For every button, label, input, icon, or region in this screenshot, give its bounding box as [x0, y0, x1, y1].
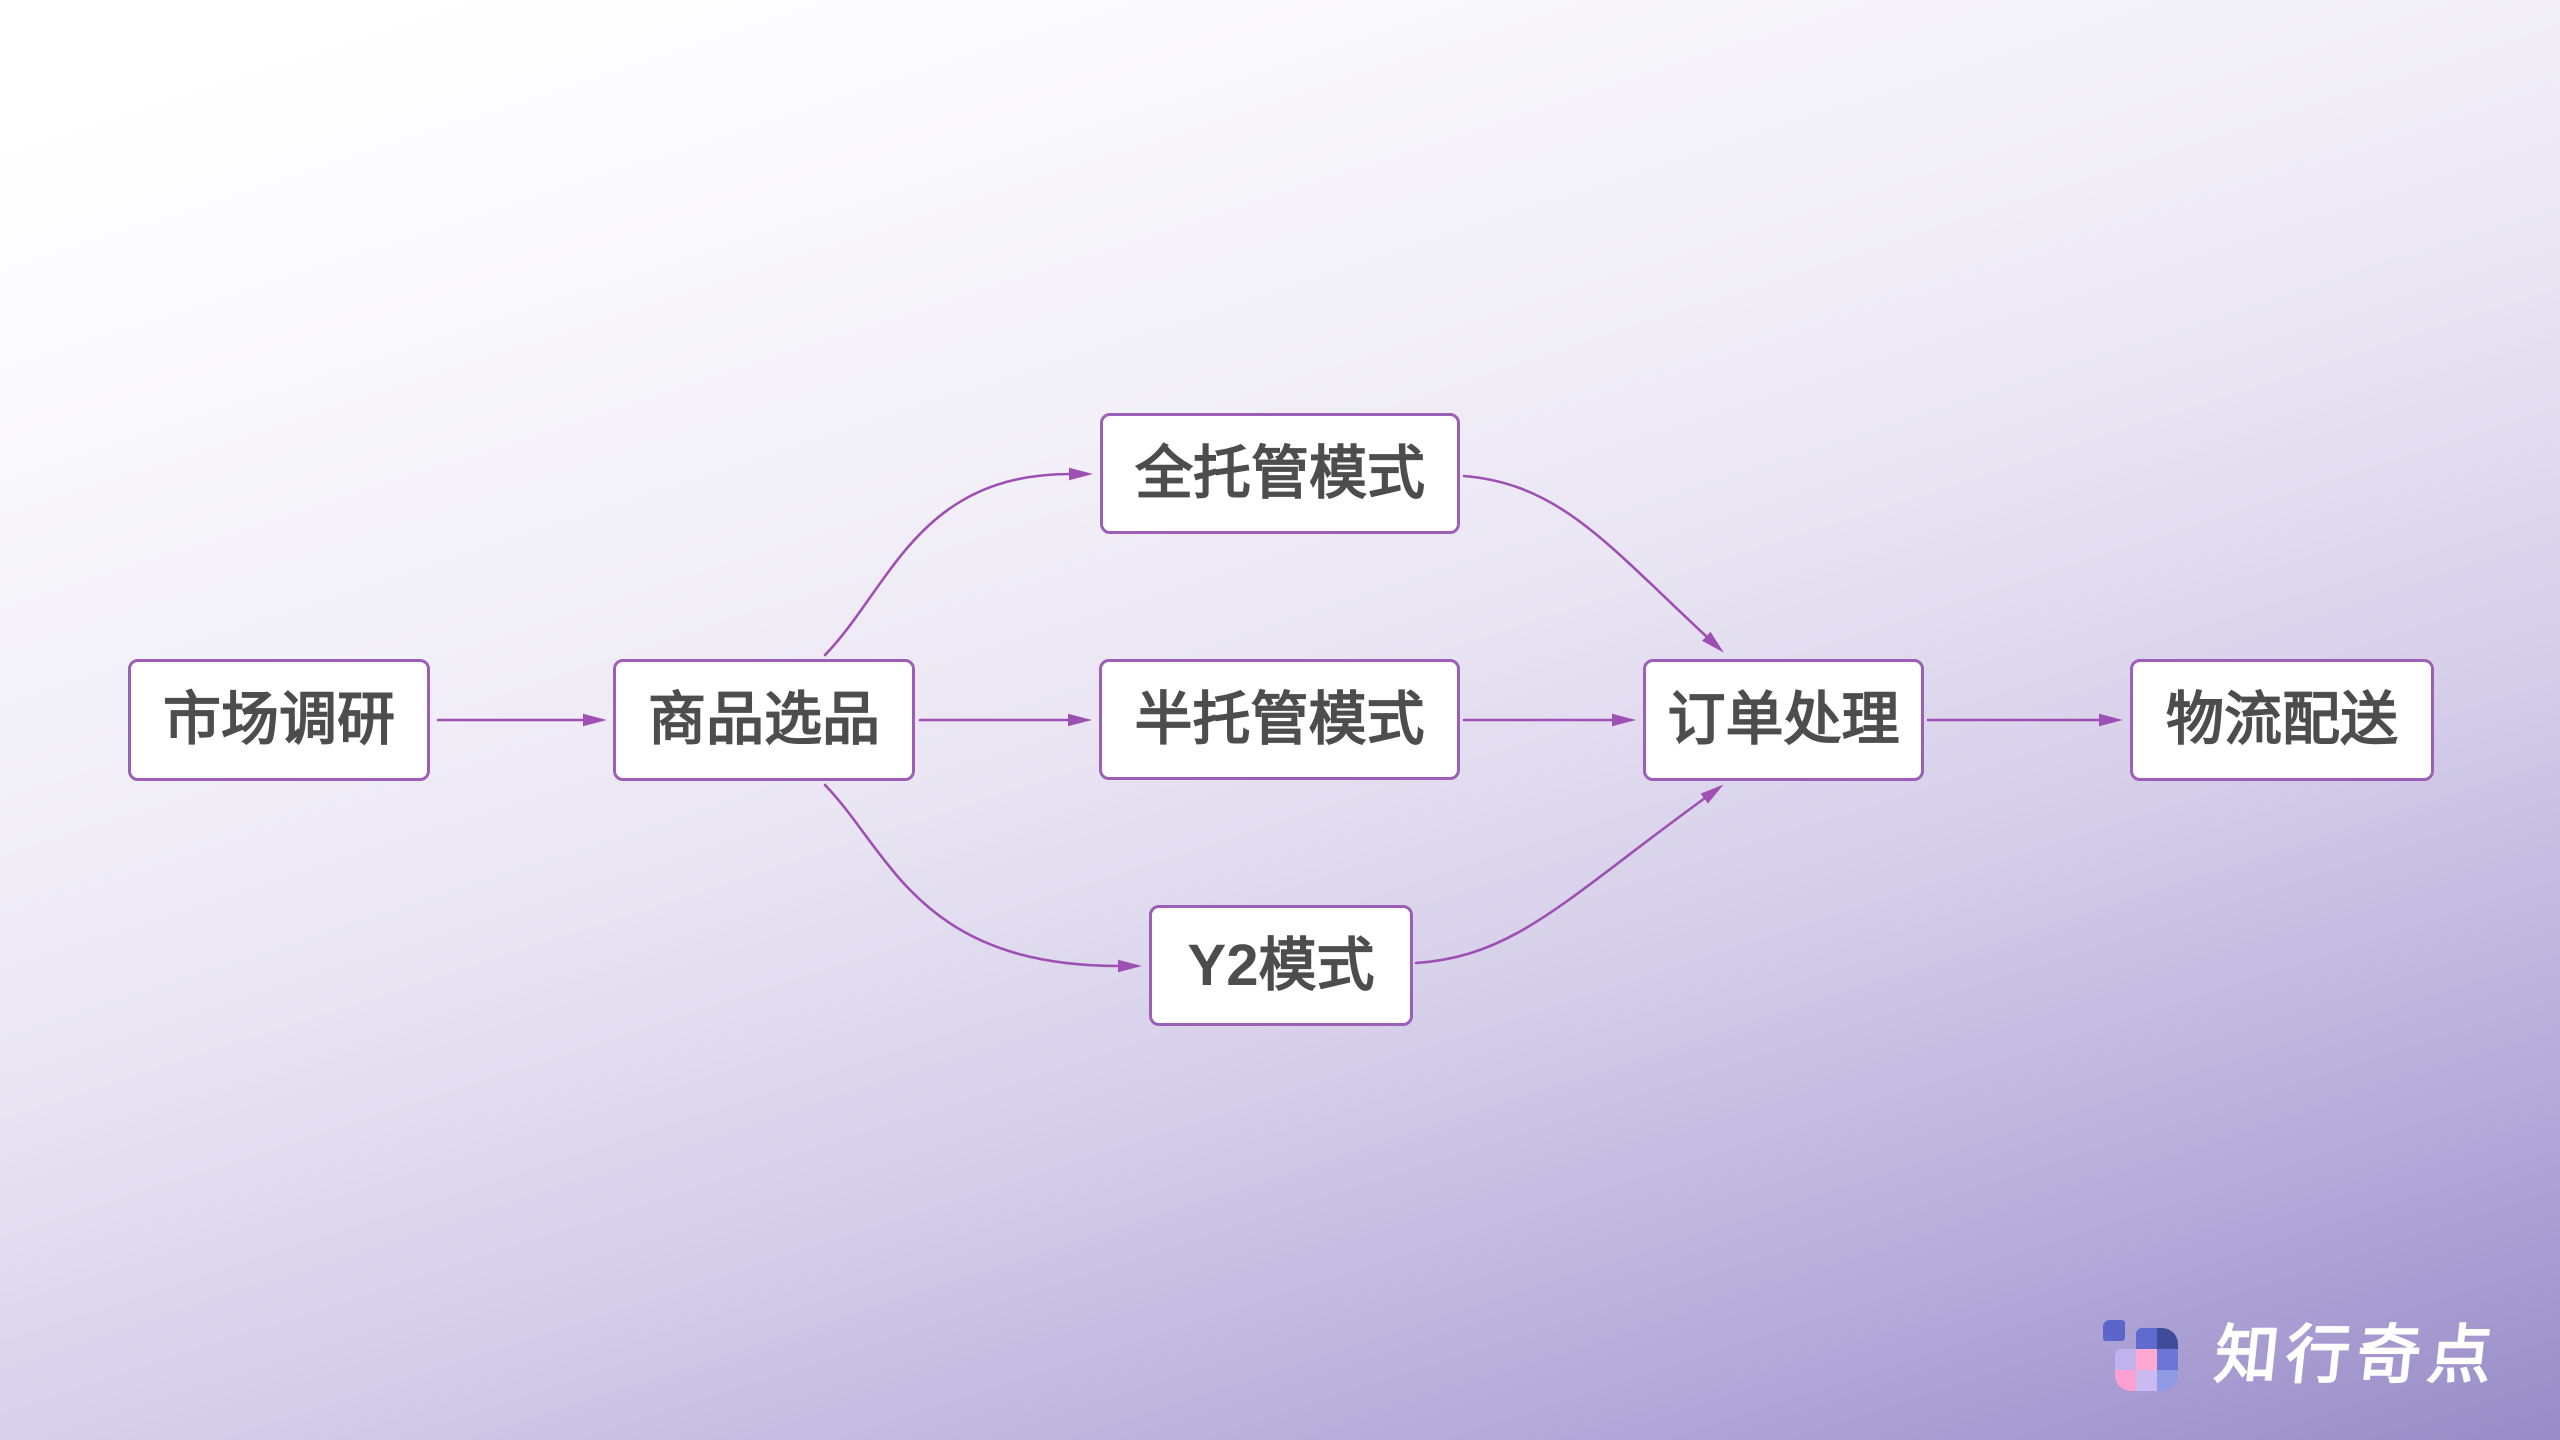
node-logistics-delivery: 物流配送 — [2130, 659, 2434, 781]
edge-product-selection-to-y2-mode — [823, 783, 1142, 973]
brand-name: 知行奇点 — [2211, 1319, 2503, 1391]
mosaic-grid — [2115, 1328, 2178, 1391]
node-order-processing: 订单处理 — [1643, 659, 1924, 781]
mosaic-detached-square — [2103, 1320, 2125, 1341]
node-market-research: 市场调研 — [128, 659, 430, 781]
brand-watermark: 知行奇点 — [2103, 1318, 2503, 1392]
node-y2-mode-label: Y2模式 — [1187, 932, 1375, 998]
node-product-selection: 商品选品 — [613, 659, 915, 781]
node-order-processing-label: 订单处理 — [1667, 687, 1900, 752]
edge-y2-mode-to-order-processing — [1414, 784, 1724, 965]
node-logistics-delivery-label: 物流配送 — [2165, 687, 2398, 752]
node-market-research-label: 市场调研 — [162, 687, 395, 752]
node-semi-managed-mode: 半托管模式 — [1099, 659, 1460, 780]
node-full-managed-mode-label: 全托管模式 — [1134, 440, 1425, 506]
mosaic-grid-icon — [2103, 1318, 2181, 1392]
node-full-managed-mode: 全托管模式 — [1100, 413, 1460, 534]
node-semi-managed-mode-label: 半托管模式 — [1134, 686, 1425, 752]
node-product-selection-label: 商品选品 — [647, 687, 880, 752]
node-y2-mode: Y2模式 — [1149, 905, 1413, 1026]
edge-full-managed-mode-to-order-processing — [1462, 474, 1724, 653]
edge-product-selection-to-full-managed-mode — [823, 467, 1093, 657]
